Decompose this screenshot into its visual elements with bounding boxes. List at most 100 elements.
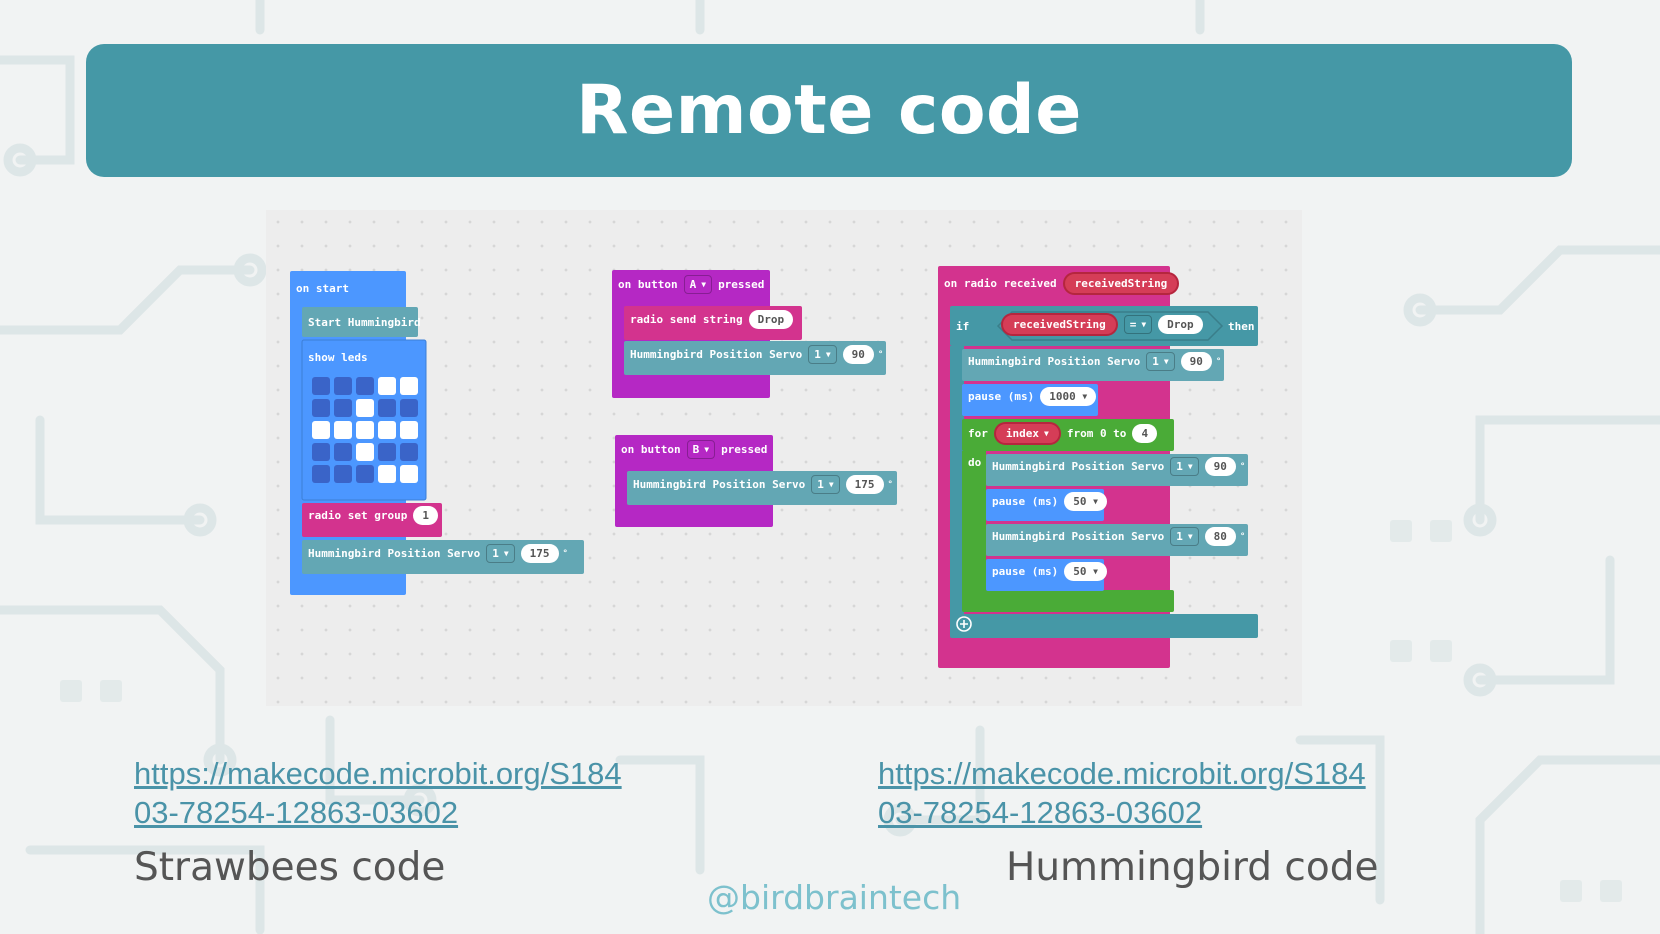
servo-block-3 bbox=[986, 524, 1248, 556]
send-value-field[interactable]: Drop bbox=[748, 310, 794, 329]
servo-block-a bbox=[624, 341, 886, 375]
chevron-down-icon: ▼ bbox=[1082, 392, 1088, 401]
led-off[interactable] bbox=[378, 399, 396, 417]
servo-port-dropdown[interactable]: 1▼ bbox=[486, 544, 515, 563]
group-value-field[interactable]: 1 bbox=[413, 506, 438, 525]
led-off[interactable] bbox=[334, 465, 352, 483]
led-on[interactable] bbox=[356, 421, 374, 439]
chevron-down-icon: ▼ bbox=[701, 280, 707, 289]
led-on[interactable] bbox=[378, 377, 396, 395]
servo-port-dropdown[interactable]: 1▼ bbox=[1170, 527, 1199, 546]
servo-block-2 bbox=[986, 454, 1248, 486]
servo-angle-field[interactable]: 90 bbox=[842, 345, 874, 364]
code-workspace: on start Start Hummingbird show leds rad… bbox=[266, 210, 1302, 706]
index-variable-dropdown[interactable]: index▼ bbox=[993, 422, 1061, 445]
led-off[interactable] bbox=[356, 377, 374, 395]
servo-row-a: Hummingbird Position Servo 1▼ 90 ° bbox=[630, 345, 883, 364]
servo-label: Hummingbird Position Servo bbox=[992, 460, 1165, 473]
led-off[interactable] bbox=[356, 465, 374, 483]
led-on[interactable] bbox=[378, 465, 396, 483]
chevron-down-icon: ▼ bbox=[1141, 320, 1147, 329]
servo-row-3: Hummingbird Position Servo 1▼ 80 ° bbox=[992, 527, 1245, 546]
button-a-dropdown[interactable]: A▼ bbox=[683, 275, 713, 294]
hummingbird-caption: Hummingbird code bbox=[1006, 845, 1379, 890]
servo-port-dropdown[interactable]: 1▼ bbox=[808, 345, 837, 364]
operator-dropdown[interactable]: =▼ bbox=[1123, 315, 1153, 334]
servo-row-2: Hummingbird Position Servo 1▼ 90 ° bbox=[992, 457, 1245, 476]
on-button-label: on button bbox=[618, 278, 678, 291]
servo-block-start bbox=[302, 540, 584, 574]
chevron-down-icon: ▼ bbox=[1187, 532, 1193, 541]
servo-row-1: Hummingbird Position Servo 1▼ 90 ° bbox=[968, 352, 1221, 371]
chevron-down-icon: ▼ bbox=[1093, 497, 1098, 506]
led-off[interactable] bbox=[312, 465, 330, 483]
servo-label: Hummingbird Position Servo bbox=[992, 530, 1165, 543]
pause-value-dropdown[interactable]: 50 ▼ bbox=[1064, 492, 1107, 511]
title-banner: Remote code bbox=[86, 44, 1572, 177]
led-on[interactable] bbox=[400, 421, 418, 439]
chevron-down-icon: ▼ bbox=[704, 445, 710, 454]
condition-row: receivedString =▼ Drop bbox=[1001, 313, 1203, 336]
led-on[interactable] bbox=[334, 421, 352, 439]
show-leds-label: show leds bbox=[308, 351, 368, 364]
led-off[interactable] bbox=[400, 399, 418, 417]
led-off[interactable] bbox=[334, 399, 352, 417]
degree-symbol: ° bbox=[1239, 461, 1246, 472]
degree-symbol: ° bbox=[1215, 356, 1222, 367]
pause-row-1: pause (ms) 1000 ▼ bbox=[968, 387, 1097, 406]
servo-row-b: Hummingbird Position Servo 1▼ 175 ° bbox=[633, 475, 893, 494]
chevron-down-icon: ▼ bbox=[828, 480, 834, 489]
led-off[interactable] bbox=[312, 399, 330, 417]
servo-angle-field[interactable]: 175 bbox=[520, 544, 559, 563]
hummingbird-code-link[interactable]: https://makecode.microbit.org/S184 03-78… bbox=[878, 754, 1366, 832]
servo-row-start: Hummingbird Position Servo 1▼ 175 ° bbox=[308, 544, 568, 563]
radio-set-group-row: radio set group 1 bbox=[308, 506, 438, 525]
servo-port-dropdown[interactable]: 1▼ bbox=[1146, 352, 1175, 371]
for-footer bbox=[962, 590, 1174, 612]
start-hummingbird-block bbox=[302, 307, 418, 337]
compare-variable[interactable]: receivedString bbox=[1001, 313, 1118, 336]
for-to-field[interactable]: 4 bbox=[1132, 424, 1158, 443]
pause-value-dropdown[interactable]: 50 ▼ bbox=[1064, 562, 1107, 581]
on-button-label: on button bbox=[621, 443, 681, 456]
servo-angle-field[interactable]: 90 bbox=[1180, 352, 1212, 371]
servo-port-dropdown[interactable]: 1▼ bbox=[811, 475, 840, 494]
button-b-header: on button B▼ pressed bbox=[621, 440, 767, 459]
compare-value-field[interactable]: Drop bbox=[1158, 315, 1203, 334]
pause-value-dropdown[interactable]: 1000 ▼ bbox=[1040, 387, 1097, 406]
link-line-1: https://makecode.microbit.org/S184 bbox=[134, 756, 622, 791]
pause-row-2: pause (ms) 50 ▼ bbox=[992, 492, 1107, 511]
strawbees-caption: Strawbees code bbox=[134, 845, 446, 890]
led-on[interactable] bbox=[400, 465, 418, 483]
button-b-dropdown[interactable]: B▼ bbox=[686, 440, 716, 459]
led-on[interactable] bbox=[356, 443, 374, 461]
led-grid[interactable] bbox=[312, 377, 418, 483]
led-off[interactable] bbox=[334, 443, 352, 461]
radio-send-row: radio send string Drop bbox=[630, 310, 794, 329]
servo-block-b bbox=[627, 471, 897, 505]
led-on[interactable] bbox=[400, 377, 418, 395]
led-off[interactable] bbox=[400, 443, 418, 461]
servo-angle-field[interactable]: 80 bbox=[1204, 527, 1236, 546]
radio-send-string-label: radio send string bbox=[630, 313, 743, 326]
do-label: do bbox=[968, 456, 982, 469]
led-off[interactable] bbox=[312, 443, 330, 461]
chevron-down-icon: ▼ bbox=[503, 549, 509, 558]
led-on[interactable] bbox=[356, 399, 374, 417]
start-hummingbird-label: Start Hummingbird bbox=[308, 316, 421, 329]
led-off[interactable] bbox=[378, 443, 396, 461]
servo-port-dropdown[interactable]: 1▼ bbox=[1170, 457, 1199, 476]
servo-angle-field[interactable]: 90 bbox=[1204, 457, 1236, 476]
strawbees-code-link[interactable]: https://makecode.microbit.org/S184 03-78… bbox=[134, 754, 622, 832]
led-off[interactable] bbox=[334, 377, 352, 395]
servo-angle-field[interactable]: 175 bbox=[845, 475, 884, 494]
degree-symbol: ° bbox=[1239, 531, 1246, 542]
led-on[interactable] bbox=[378, 421, 396, 439]
led-off[interactable] bbox=[312, 377, 330, 395]
led-on[interactable] bbox=[312, 421, 330, 439]
add-else-icon bbox=[956, 616, 972, 632]
servo-label: Hummingbird Position Servo bbox=[308, 547, 481, 560]
received-string-variable[interactable]: receivedString bbox=[1062, 272, 1180, 295]
then-label: then bbox=[1228, 320, 1255, 333]
